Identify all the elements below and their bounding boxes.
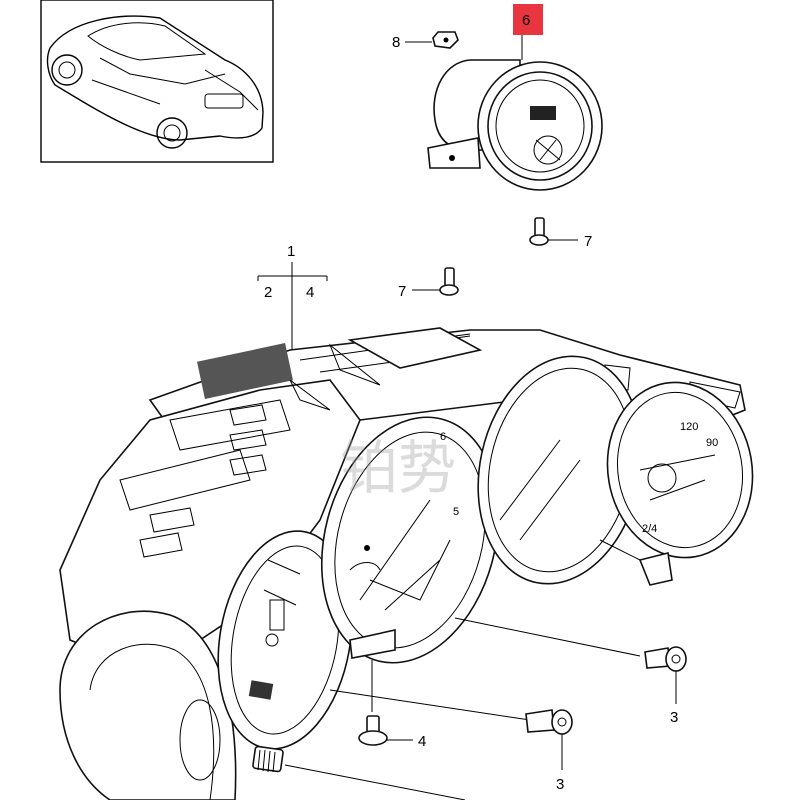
leader-lines bbox=[284, 617, 641, 800]
left-outer-dial bbox=[59, 610, 237, 800]
callout-6: 6 bbox=[522, 12, 530, 29]
knurled-knob bbox=[252, 745, 284, 773]
screw-3-lower bbox=[525, 709, 573, 770]
screw-3-upper bbox=[644, 646, 687, 704]
fuel-label-2-4: 2/4 bbox=[642, 523, 657, 535]
rpm-label-5: 5 bbox=[453, 506, 459, 518]
right-speedometer: 120 90 2/4 bbox=[599, 381, 754, 586]
callout-bracket-1 bbox=[257, 262, 328, 350]
screw-4-bottom bbox=[358, 715, 413, 746]
callout-4-bottom: 4 bbox=[418, 733, 426, 750]
clip-part-8 bbox=[405, 31, 459, 49]
watermark-text: 铂势 bbox=[340, 434, 456, 502]
callout-3-lower: 3 bbox=[556, 776, 564, 793]
screw-7-right bbox=[529, 217, 578, 246]
callout-2: 2 bbox=[264, 284, 272, 301]
center-rpm-gauge: 6 5 bbox=[320, 416, 500, 664]
part-6-highlight: 6 bbox=[513, 4, 543, 35]
car-inset bbox=[40, 0, 274, 163]
callout-4-top: 4 bbox=[306, 284, 314, 301]
callout-1: 1 bbox=[287, 243, 295, 260]
clock-gauge-part-6 bbox=[427, 26, 603, 191]
rpm-label-6: 6 bbox=[440, 431, 446, 443]
callout-8: 8 bbox=[392, 34, 400, 51]
speedo-label-120: 120 bbox=[680, 421, 698, 433]
callout-7-right: 7 bbox=[584, 233, 592, 250]
screw-7-left bbox=[412, 267, 459, 296]
callout-3-upper: 3 bbox=[670, 709, 678, 726]
speedo-label-90: 90 bbox=[706, 437, 718, 449]
car-illustration bbox=[46, 15, 264, 149]
callout-7-left: 7 bbox=[398, 283, 406, 300]
